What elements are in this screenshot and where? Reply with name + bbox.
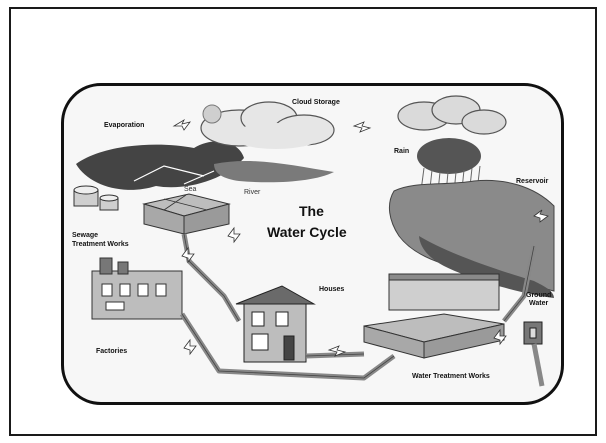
sewage-tanks [74,186,118,210]
cloud-storage-cloud [201,102,334,149]
label-sewage: Sewage [72,232,98,239]
diagram-title-line1: The [299,203,324,219]
river-shape [214,161,334,182]
label-sea: Sea [184,186,196,193]
label-treatment-works: Treatment Works [72,241,129,248]
factories-building [92,258,182,319]
houses-building [236,286,314,362]
diagram-title-line2: Water Cycle [267,224,347,240]
label-houses: Houses [319,286,344,293]
water-cycle-illustration [64,86,561,402]
label-water-treatment-works: Water Treatment Works [412,373,490,380]
label-ground-water-1: Ground [526,292,551,299]
label-river: River [244,189,260,196]
sewage-treatment-works [144,194,229,234]
sun [203,105,221,123]
label-rain: Rain [394,148,409,155]
water-treatment-works [364,274,504,358]
water-cycle-diagram: Evaporation Cloud Storage Rain Reservoir… [61,83,564,405]
label-factories: Factories [96,348,127,355]
label-cloud-storage: Cloud Storage [292,99,340,106]
label-ground-water-2: Water [529,300,548,307]
ground-water-pump [524,322,542,344]
label-reservoir: Reservoir [516,178,548,185]
label-evaporation: Evaporation [104,122,144,129]
rain-cloud [398,96,506,174]
page-frame: Evaporation Cloud Storage Rain Reservoir… [9,7,597,436]
